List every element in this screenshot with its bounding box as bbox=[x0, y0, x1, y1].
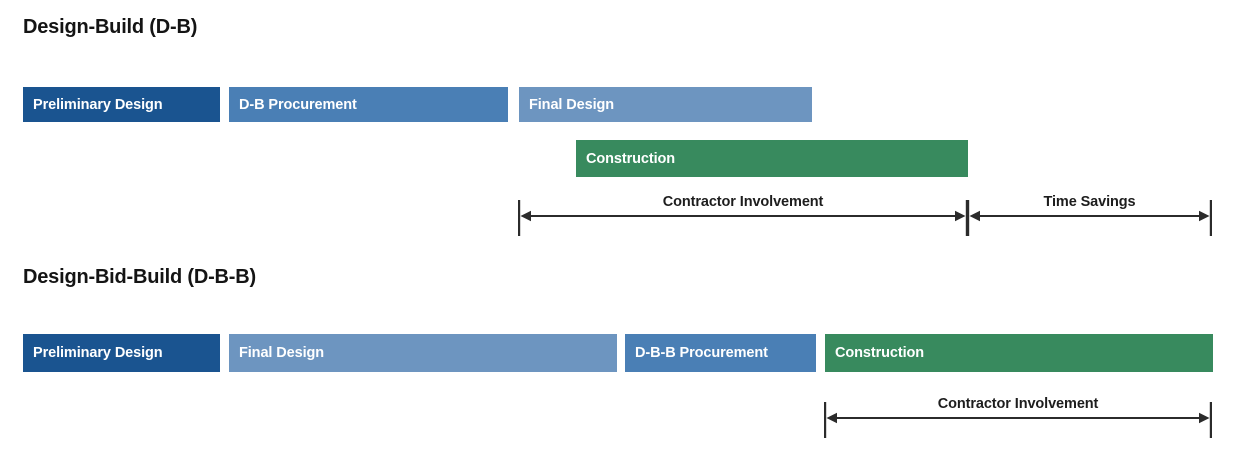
annotation-label: Contractor Involvement bbox=[937, 396, 1099, 412]
bar-db-construction[interactable]: Construction bbox=[576, 140, 968, 177]
section-title-design-build: Design-Build (D-B) bbox=[23, 16, 198, 38]
bar-dbb-preliminary-design[interactable]: Preliminary Design bbox=[23, 334, 220, 372]
bar-label: D-B-B Procurement bbox=[635, 345, 768, 361]
annotation-label: Time Savings bbox=[1043, 194, 1136, 210]
bar-label: D-B Procurement bbox=[239, 96, 357, 113]
bar-label: Final Design bbox=[239, 345, 325, 361]
bar-label: Construction bbox=[835, 345, 925, 361]
bar-dbb-procurement[interactable]: D-B-B Procurement bbox=[625, 334, 816, 372]
bar-label: Preliminary Design bbox=[33, 96, 163, 113]
annotation-label: Contractor Involvement bbox=[662, 194, 824, 210]
annotation-db-time-savings: Time Savings bbox=[967, 194, 1212, 242]
double-arrow-icon bbox=[518, 200, 968, 236]
double-arrow-icon bbox=[824, 402, 1212, 438]
bar-label: Final Design bbox=[529, 96, 615, 113]
annotation-dbb-contractor-involvement: Contractor Involvement bbox=[824, 396, 1212, 444]
bar-db-preliminary-design[interactable]: Preliminary Design bbox=[23, 87, 220, 122]
bar-dbb-construction[interactable]: Construction bbox=[825, 334, 1213, 372]
bar-label: Construction bbox=[586, 150, 676, 167]
bar-db-procurement[interactable]: D-B Procurement bbox=[229, 87, 508, 122]
double-arrow-icon bbox=[967, 200, 1212, 236]
bar-dbb-final-design[interactable]: Final Design bbox=[229, 334, 617, 372]
bar-label: Preliminary Design bbox=[33, 345, 163, 361]
section-title-design-bid-build: Design-Bid-Build (D-B-B) bbox=[23, 266, 256, 288]
bar-db-final-design[interactable]: Final Design bbox=[519, 87, 812, 122]
annotation-db-contractor-involvement: Contractor Involvement bbox=[518, 194, 968, 242]
